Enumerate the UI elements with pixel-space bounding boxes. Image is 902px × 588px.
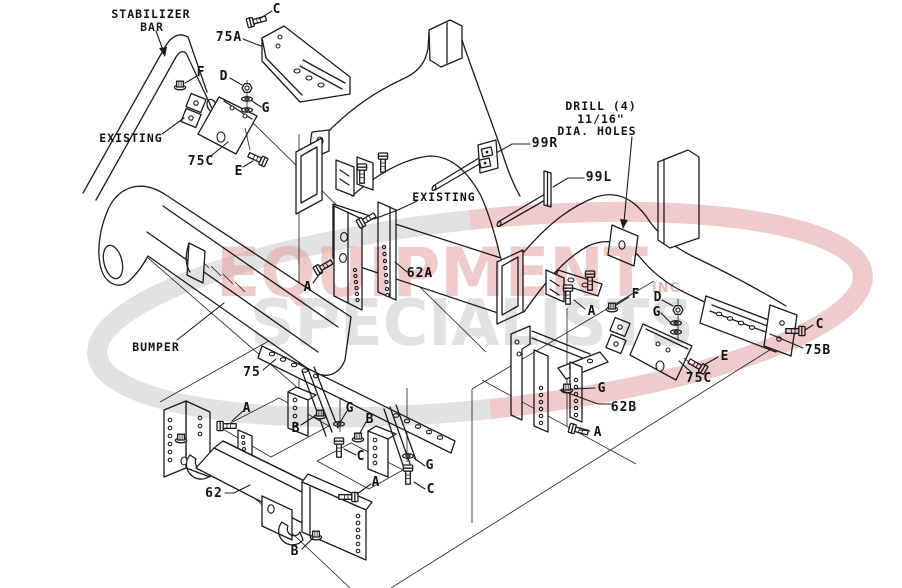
callout-f-left: F [197,65,206,80]
watermark-word-equipment: EQUIPMENT [216,234,649,313]
existing-clamp-left [180,92,207,129]
callout-a-frame-right: A [588,304,597,319]
callout-c-bottom-right: C [427,482,436,497]
callout-62: 62 [205,486,223,501]
callout-75c-left: 75C [188,154,214,169]
callout-99r: 99R [532,136,558,151]
bolt-e-left [246,149,269,168]
note-drill-line2: 11/16" [577,112,625,126]
callout-75: 75 [243,365,261,380]
note-bumper: BUMPER [132,340,180,354]
frame-cut-end-left [295,137,323,215]
nut-d-left [241,83,253,93]
existing-clamp-right [605,316,631,355]
callout-a-bottom-mid: A [372,475,381,490]
bracket-75a [261,25,351,103]
note-existing-left: EXISTING [99,131,162,145]
callout-e-left: E [235,164,244,179]
note-drill-line1: DRILL (4) [565,99,636,113]
callout-c-mid: C [357,449,366,464]
callout-g-left: G [262,101,271,116]
hook-right [278,521,304,546]
note-stabilizer-line1: STABILIZER [111,7,190,21]
bolt-c-bottom-right [402,464,414,485]
note-existing-mid: EXISTING [412,190,475,204]
callout-a-62b: A [594,425,603,440]
note-drill-line3: DIA. HOLES [557,124,636,138]
callout-75b: 75B [805,343,831,358]
callout-b-bottom: B [291,544,300,559]
callout-a-62a: A [304,280,313,295]
leader-lines [155,10,814,550]
callout-62a: 62A [407,266,433,281]
callout-d-left: D [220,69,229,84]
watermark-swoosh-pink [468,201,874,419]
nut-f-left [173,80,187,91]
frame-horn-left [428,19,463,68]
callout-99l: 99L [586,170,612,185]
callout-g-right: G [653,305,662,320]
rod-99r [431,139,499,192]
callout-75a: 75A [216,30,242,45]
callout-c-top: C [273,2,282,17]
frame-cut-end-right [496,249,524,325]
callout-g-bottom-right: G [426,458,435,473]
nut-b-mid [351,432,365,443]
watermark: EQUIPMENT SPECIALISTS INC. [86,201,874,428]
callout-b-left: B [292,421,301,436]
watermark-word-specialists: SPECIALISTS [250,287,694,361]
callout-f-right: F [632,287,641,302]
note-stabilizer-line2: BAR [140,20,164,34]
watermark-swoosh-gray [86,210,492,428]
callout-62b: 62B [611,400,637,415]
watermark-word-inc: INC. [652,281,686,296]
callout-d-right: D [654,290,663,305]
